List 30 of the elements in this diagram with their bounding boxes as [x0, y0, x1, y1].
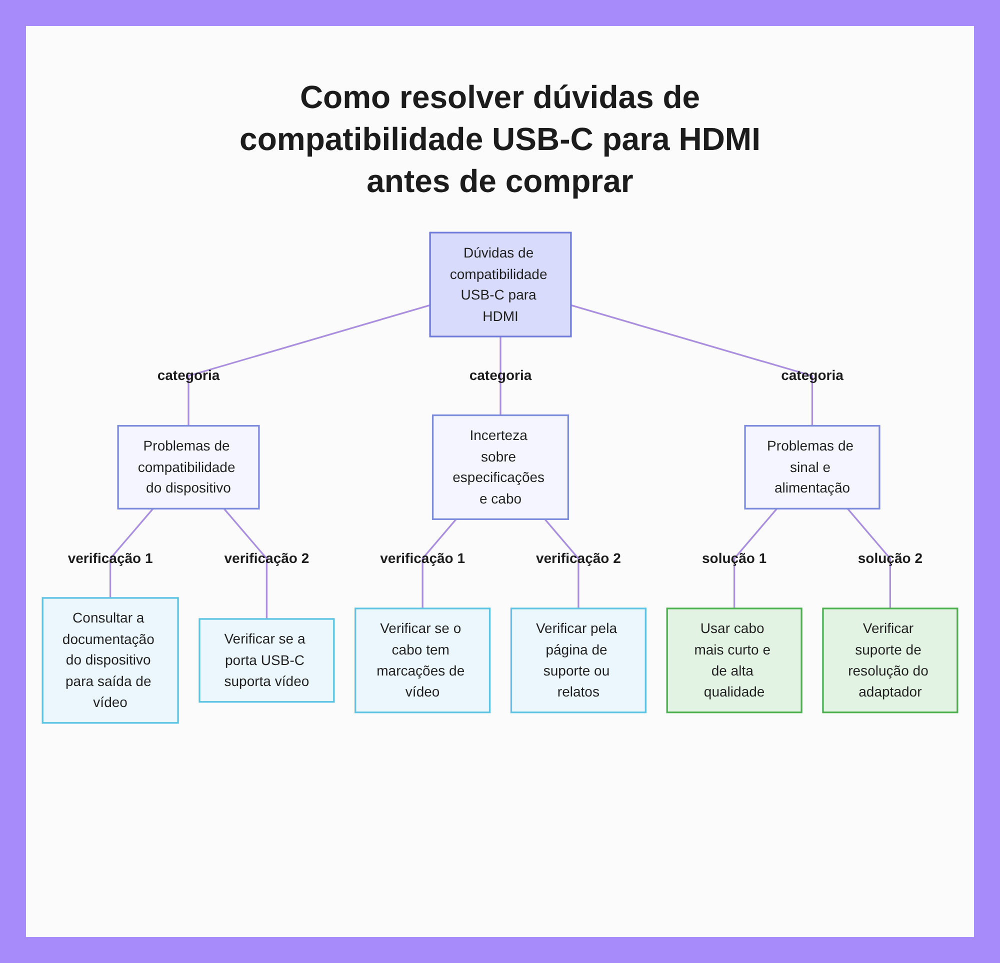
connector: [500, 336, 502, 416]
connector: [422, 518, 457, 608]
node-box: [510, 608, 646, 714]
edge-label: solução 1: [702, 550, 767, 566]
edge-label: verificação 1: [68, 550, 153, 566]
node-box: [432, 414, 570, 520]
node-box: [198, 618, 335, 703]
title: Como resolver dúvidas de compatibilidade USB-C para HDMI antes de comprar: [238, 78, 762, 201]
edge-label: verificação 2: [224, 550, 310, 566]
edge-label: categoria: [781, 368, 844, 384]
node-box: [744, 424, 880, 510]
node-box: [822, 608, 958, 714]
connector: [570, 304, 814, 426]
edge-label: categoria: [157, 368, 220, 384]
connector: [110, 508, 154, 598]
connector: [846, 508, 892, 608]
connector: [223, 508, 268, 619]
node-box: [117, 424, 260, 510]
node-box: [42, 597, 179, 724]
connector: [544, 518, 580, 608]
connector: [734, 508, 778, 608]
node-box: [354, 608, 491, 714]
edge-label: categoria: [469, 368, 532, 384]
edge-label: solução 2: [858, 550, 923, 566]
edge-label: verificação 1: [380, 550, 466, 566]
connector: [188, 304, 430, 426]
node-box: [429, 232, 572, 338]
edge-label: verificação 2: [536, 550, 621, 566]
node-box: [666, 608, 802, 714]
panel-background: Como resolver dúvidas de compatibilidade USB-C para HDMI antes de comprar categoria categoria categoria verificação 1 verificação 2 verificação 1 verificação 2 solução 1 solução 2 Dúvidas de compatibilidade USB-C para HDMI Problemas de compatibilidade do dispositivo Incerteza sobre especificações e cabo Problemas de sinal e alimentação Consultar a documentação do dispositivo para saída de vídeo Verificar se a porta USB-C suporta vídeo Verificar se o cabo tem marcações de vídeo Verificar pela página de suporte ou relatos Usar cabo mais curto e de alta qualidade Verificar suporte de resolução do adaptador: [26, 26, 974, 937]
